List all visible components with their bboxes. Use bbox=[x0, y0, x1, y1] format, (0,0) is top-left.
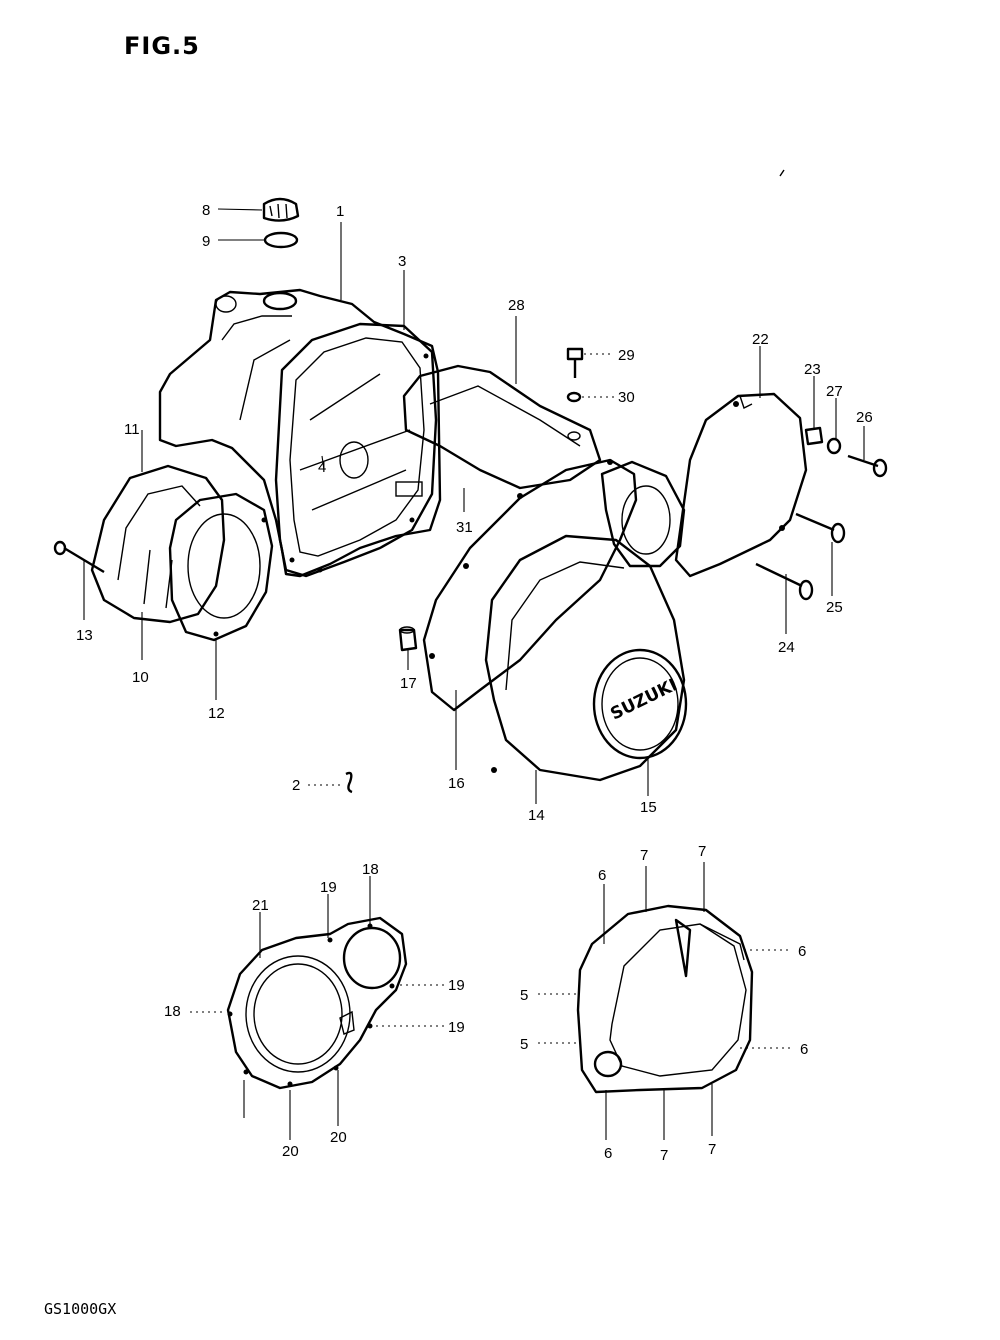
chain-cover-part bbox=[402, 364, 602, 490]
starter-cover-part bbox=[226, 916, 408, 1090]
callout-12: 12 bbox=[208, 705, 225, 722]
callout-22: 22 bbox=[752, 331, 769, 348]
callout-29: 29 bbox=[618, 347, 635, 364]
callout-31: 31 bbox=[456, 519, 473, 536]
cover-bolt-part bbox=[566, 347, 584, 378]
callout-3: 3 bbox=[398, 253, 406, 270]
callout-7a: 7 bbox=[640, 847, 648, 864]
callout-4: 4 bbox=[318, 459, 326, 476]
clip-part bbox=[345, 771, 353, 794]
oil-filler-cap-part bbox=[262, 197, 300, 222]
plate-washer-part bbox=[826, 437, 842, 455]
plate-bolt-25-part bbox=[795, 512, 846, 544]
callout-16: 16 bbox=[448, 775, 465, 792]
callout-7c: 7 bbox=[660, 1147, 668, 1164]
callout-17: 17 bbox=[400, 675, 417, 692]
callout-6b: 6 bbox=[798, 943, 806, 960]
crankcase-part bbox=[158, 288, 442, 578]
callout-18b: 18 bbox=[164, 1003, 181, 1020]
o-ring-part bbox=[263, 231, 299, 249]
callout-10: 10 bbox=[132, 669, 149, 686]
callout-26: 26 bbox=[856, 409, 873, 426]
callout-20a: 20 bbox=[282, 1143, 299, 1160]
callout-2: 2 bbox=[292, 777, 300, 794]
callout-13: 13 bbox=[76, 627, 93, 644]
generator-cover-gasket-part bbox=[422, 458, 638, 712]
leader-8 bbox=[217, 208, 263, 211]
callout-6a: 6 bbox=[598, 867, 606, 884]
callout-28: 28 bbox=[508, 297, 525, 314]
callout-1: 1 bbox=[336, 203, 344, 220]
callout-18a: 18 bbox=[362, 861, 379, 878]
callout-7d: 7 bbox=[708, 1141, 716, 1158]
callout-15: 15 bbox=[640, 799, 657, 816]
stray-mark bbox=[779, 169, 785, 177]
cover-washer-part bbox=[566, 391, 582, 403]
callout-30: 30 bbox=[618, 389, 635, 406]
figure-title: FIG.5 bbox=[124, 32, 200, 60]
callout-8: 8 bbox=[202, 202, 210, 219]
callout-20b: 20 bbox=[330, 1129, 347, 1146]
callout-7b: 7 bbox=[698, 843, 706, 860]
callout-21: 21 bbox=[252, 897, 269, 914]
callout-24: 24 bbox=[778, 639, 795, 656]
callout-23: 23 bbox=[804, 361, 821, 378]
callout-19b: 19 bbox=[448, 977, 465, 994]
leader-4 bbox=[321, 455, 325, 471]
callout-6c: 6 bbox=[800, 1041, 808, 1058]
callout-9: 9 bbox=[202, 233, 210, 250]
callout-11: 11 bbox=[124, 421, 140, 438]
suzuki-logo-text: SUZUKI bbox=[607, 675, 680, 724]
callout-27: 27 bbox=[826, 383, 843, 400]
callout-5a: 5 bbox=[520, 987, 528, 1004]
model-code: GS1000GX bbox=[44, 1300, 117, 1318]
crankcase-gasket-part bbox=[274, 322, 438, 578]
collar-part bbox=[804, 426, 824, 446]
callout-19c: 19 bbox=[448, 1019, 465, 1036]
generator-cover-part bbox=[484, 460, 686, 782]
dowel-pin-part bbox=[398, 626, 418, 652]
bearing-housing-part bbox=[90, 464, 226, 624]
callout-6d: 6 bbox=[604, 1145, 612, 1162]
plate-bolt-24-part bbox=[755, 562, 814, 601]
callout-19a: 19 bbox=[320, 879, 337, 896]
clutch-cover-part bbox=[576, 904, 754, 1094]
callout-25: 25 bbox=[826, 599, 843, 616]
callout-5b: 5 bbox=[520, 1036, 528, 1053]
callout-14: 14 bbox=[528, 807, 545, 824]
side-cover-plate-part bbox=[674, 392, 808, 578]
housing-gasket-part bbox=[168, 492, 274, 642]
generator-cap-part: SUZUKI bbox=[592, 648, 688, 760]
plate-bolt-26-part bbox=[847, 454, 888, 478]
